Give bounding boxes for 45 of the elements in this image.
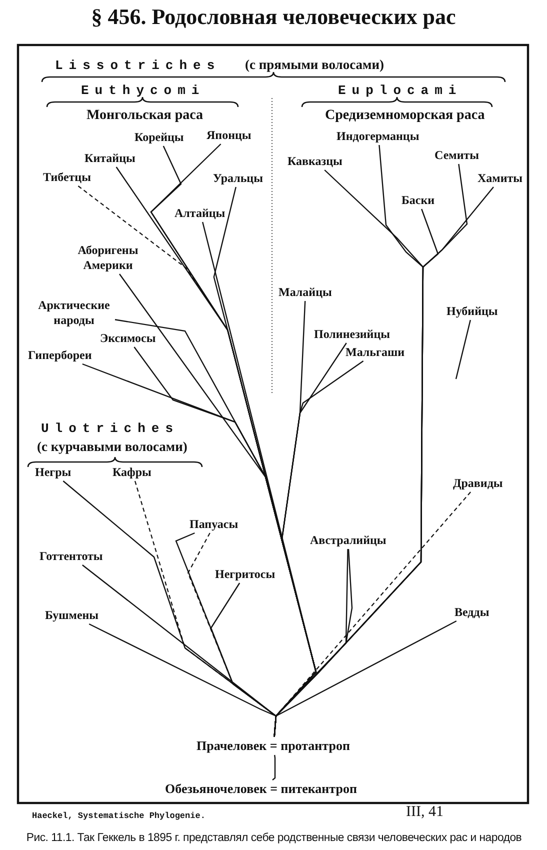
group-heading: Euthycomi bbox=[81, 82, 206, 98]
title: § 456. Родословная человеческих рас bbox=[90, 4, 457, 30]
race-label: Бушмены bbox=[45, 608, 99, 622]
group-heading: (с курчавыми волосами) bbox=[37, 439, 188, 455]
page-reference: III, 41 bbox=[406, 804, 444, 820]
race-label: Арктические народы bbox=[34, 298, 114, 328]
race-label: Нубийцы bbox=[446, 304, 498, 318]
race-label: Малайцы bbox=[278, 284, 332, 300]
race-label: Готтентоты bbox=[40, 548, 103, 564]
race-label: Кавказцы bbox=[288, 154, 342, 168]
caption: Рис. 11.1. Так Геккель в 1895 г. представлял себе родственные связи человеческих рас и народов bbox=[25, 832, 523, 844]
race-label: Китайцы bbox=[84, 150, 136, 166]
race-label: Семиты bbox=[434, 148, 479, 162]
race-label: Тибетцы bbox=[43, 170, 91, 184]
race-label: Аборигены Америки bbox=[73, 243, 143, 273]
group-heading: Lissotriches bbox=[55, 58, 221, 72]
group-heading: Euplocami bbox=[338, 82, 462, 98]
branch-line bbox=[272, 754, 276, 780]
race-label: Негры bbox=[35, 464, 72, 480]
group-heading: Ulotriches bbox=[41, 420, 180, 436]
race-label: Папуасы bbox=[190, 516, 238, 532]
race-label: Японцы bbox=[206, 128, 252, 142]
race-label: Ведды bbox=[454, 604, 490, 620]
race-label: Дравиды bbox=[453, 476, 503, 490]
race-label: Австралийцы bbox=[310, 532, 386, 548]
race-label: Эксимосы bbox=[100, 330, 156, 346]
race-label: Кафры bbox=[112, 464, 152, 480]
race-label: Мальгаши bbox=[346, 344, 405, 360]
race-heading: Средиземноморская раса bbox=[325, 108, 485, 124]
race-label: Хамиты bbox=[478, 170, 523, 186]
race-label: Индогерманцы bbox=[336, 128, 420, 144]
race-label: Алтайцы bbox=[174, 206, 226, 220]
race-heading: Монгольская раса bbox=[86, 108, 203, 124]
race-label: Гипербореи bbox=[28, 348, 92, 362]
source-note: Haeckel, Systematische Phylogenie. bbox=[32, 811, 206, 821]
race-label: Уральцы bbox=[213, 170, 263, 186]
ancestor-label: Обезьяночеловек = питекантроп bbox=[165, 781, 357, 798]
branch-line bbox=[88, 623, 277, 738]
group-heading: (с прямыми волосами) bbox=[245, 57, 384, 73]
race-label: Полинезийцы bbox=[314, 326, 390, 342]
race-label: Корейцы bbox=[134, 130, 184, 144]
branch-line bbox=[455, 320, 471, 380]
ancestor-label: Прачеловек = протантроп bbox=[196, 738, 350, 754]
race-label: Баски bbox=[402, 192, 435, 208]
race-label: Негритосы bbox=[215, 566, 276, 582]
